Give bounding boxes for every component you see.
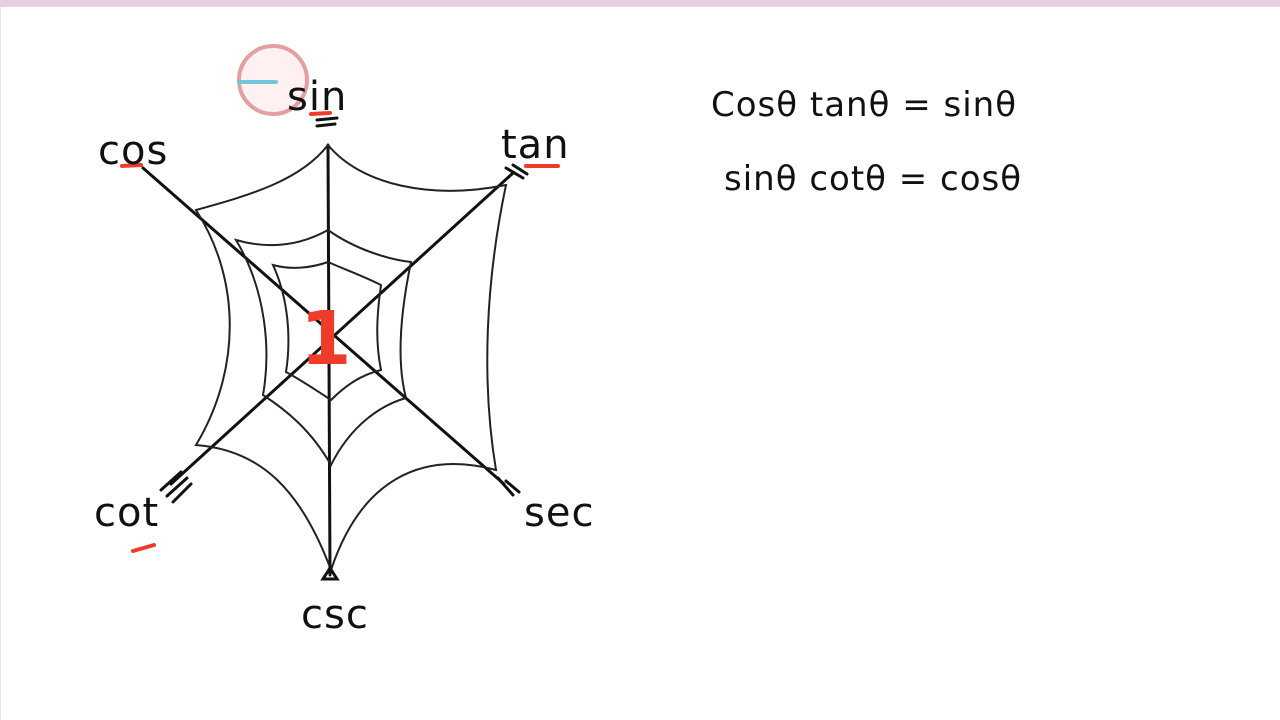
- label-tan: tan: [501, 122, 570, 168]
- center-number: 1: [300, 296, 352, 382]
- equation-1: Cosθ tanθ = sinθ: [711, 85, 1017, 125]
- spoke-tan-cot: [169, 171, 515, 486]
- tick-csc: [320, 565, 340, 581]
- label-cot: cot: [94, 490, 159, 536]
- tick-sec: [496, 476, 521, 497]
- label-sec: sec: [524, 490, 594, 536]
- label-csc: csc: [301, 592, 369, 638]
- red-mark-cot: [131, 543, 156, 553]
- tick-sin: [315, 116, 339, 128]
- red-marks: [120, 111, 560, 553]
- web-outer: [194, 143, 508, 573]
- diagram-svg: sin cos tan cot sec csc 1 Cosθ tanθ = si…: [94, 44, 1022, 638]
- end-ticks: [159, 116, 529, 581]
- tick-cot: [159, 470, 193, 504]
- web-inner: [271, 260, 383, 402]
- spoke-sin-csc: [326, 143, 332, 577]
- label-cos: cos: [98, 128, 168, 174]
- top-bar: [0, 0, 1280, 7]
- whiteboard-canvas[interactable]: sin cos tan cot sec csc 1 Cosθ tanθ = si…: [0, 7, 1280, 720]
- tick-tan: [504, 163, 529, 180]
- red-mark-cos: [120, 163, 143, 168]
- red-mark-sin: [309, 111, 332, 116]
- cursor-indicator: [237, 44, 309, 116]
- equation-2: sinθ cotθ = cosθ: [724, 159, 1022, 199]
- web-rings: [194, 143, 508, 573]
- web-middle: [233, 228, 413, 468]
- label-sin: sin: [287, 74, 347, 120]
